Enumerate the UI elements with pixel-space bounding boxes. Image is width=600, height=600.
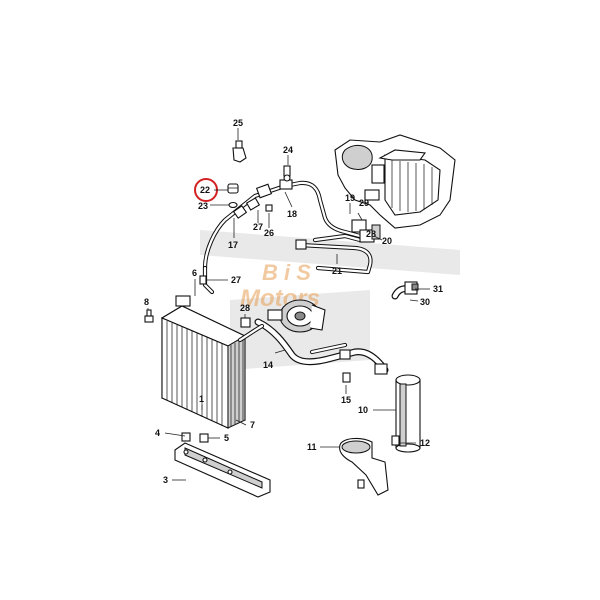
callout-28: 28: [240, 303, 250, 313]
expansion-valve-fittings: [351, 219, 381, 243]
clip-26: [265, 204, 273, 212]
hose-14: [237, 318, 389, 375]
callout-6: 6: [192, 268, 197, 278]
callout-labels: 25 24 22 23 18 19 29 27 26 28 20 17 21 6…: [144, 118, 443, 485]
switch-25: [232, 140, 247, 163]
receiver-drier: [395, 374, 421, 453]
callout-1: 1: [199, 394, 204, 404]
callout-7: 7: [250, 420, 255, 430]
callout-30: 30: [420, 297, 430, 307]
callout-19: 19: [345, 193, 355, 203]
callout-29: 29: [359, 198, 369, 208]
callout-20: 20: [382, 236, 392, 246]
pressure-switch-22: [227, 183, 239, 194]
callout-11: 11: [307, 442, 317, 452]
bolt-8: [144, 309, 154, 323]
drier-bracket: [339, 435, 400, 496]
fitting-30-31: [391, 281, 419, 300]
liquid-pipe-21: [295, 233, 373, 275]
callout-26: 26: [264, 228, 274, 238]
compressor: [267, 299, 326, 333]
callout-27-top: 27: [253, 222, 263, 232]
fitting-28: [240, 314, 251, 328]
callout-5: 5: [224, 433, 229, 443]
condenser: [160, 295, 247, 429]
lower-bracket: [174, 432, 271, 498]
bolt-15: [342, 372, 351, 383]
leader-lines: [147, 128, 430, 481]
bolt-27: [199, 275, 207, 285]
callout-21: 21: [332, 266, 342, 276]
callout-23: 23: [198, 201, 208, 211]
callout-28-top: 28: [366, 229, 376, 239]
callout-12: 12: [420, 438, 430, 448]
callout-8: 8: [144, 297, 149, 307]
callout-31: 31: [433, 284, 443, 294]
callout-4: 4: [155, 428, 160, 438]
o-ring-23: [228, 201, 238, 209]
callout-27-left: 27: [231, 275, 241, 285]
callout-24: 24: [283, 145, 293, 155]
evaporator-housing: [334, 134, 456, 229]
watermark-line1: B i S: [262, 260, 311, 285]
callout-3: 3: [163, 475, 168, 485]
bolt-24: [283, 165, 291, 182]
callout-22: 22: [200, 185, 210, 195]
callout-17: 17: [228, 240, 238, 250]
callout-15: 15: [341, 395, 351, 405]
callout-14: 14: [263, 360, 273, 370]
background-shade-upper: [200, 230, 460, 275]
callout-10: 10: [358, 405, 368, 415]
callout-25: 25: [233, 118, 243, 128]
callout-18: 18: [287, 209, 297, 219]
